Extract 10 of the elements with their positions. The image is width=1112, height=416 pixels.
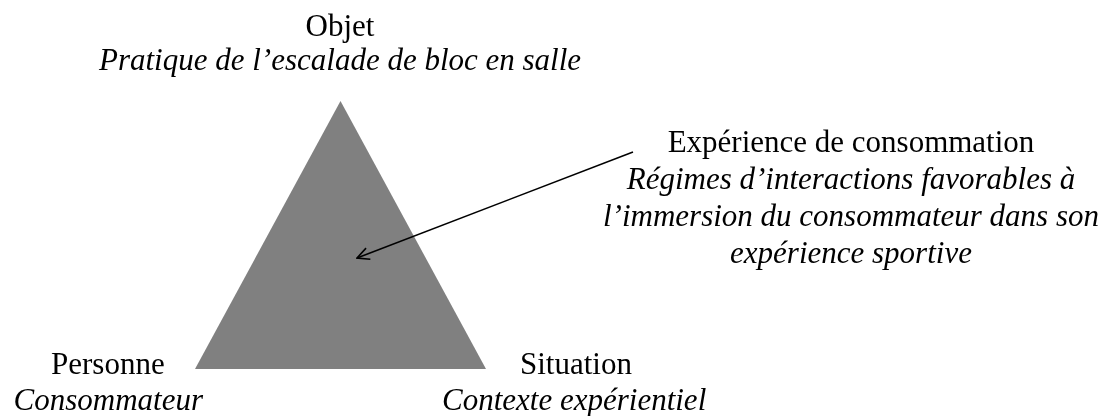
vertex-label: Objet: [305, 7, 375, 44]
description-text: Pratique de l’escalade de bloc en salle: [99, 42, 582, 78]
description-text: Régimes d’interactions favorables à l’immersion du consommateur dans son expérience sportive: [602, 160, 1100, 271]
arrow: [356, 151, 634, 261]
vertex-label: Personne: [51, 345, 165, 382]
triangle-shape: [195, 101, 486, 369]
description-text: Contexte expérientiel: [442, 381, 707, 416]
description-text: Consommateur: [13, 381, 203, 416]
vertex-label: Situation: [520, 345, 632, 382]
heading-text: Expérience de consommation: [666, 123, 1036, 160]
